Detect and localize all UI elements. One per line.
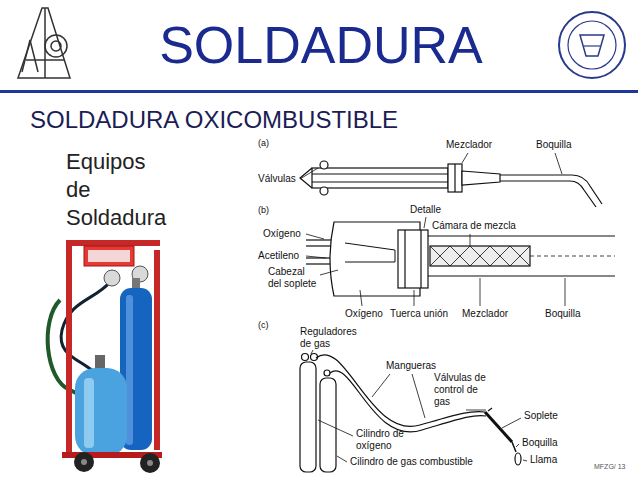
part-label: Detalle [410,204,441,216]
torch-section-b [306,217,615,306]
part-label: Boquilla [522,437,558,449]
slide-subtitle: SOLDADURA OXICOMBUSTIBLE [30,106,398,135]
part-label: Boquilla [545,308,581,320]
header-rule [0,90,638,93]
welding-cart [48,240,162,473]
figure-letter: (a) [258,138,269,149]
part-label: Oxígeno [345,308,383,320]
welding-system-c [300,350,527,472]
part-label: Mezclador [462,308,508,320]
part-label: Cilindro de oxígeno [356,428,406,452]
slide-title: SOLDADURA [2,14,638,76]
figure-letter: (b) [258,205,269,216]
part-label: Tuerca unión [390,308,448,320]
part-label: Llama [530,454,557,466]
part-label: Boquilla [536,139,572,151]
part-label: Reguladores de gas [300,326,362,350]
right-logo [559,12,625,78]
part-label: Cabezal del soplete [268,266,318,290]
part-label: Válvulas de control de gas [434,372,490,408]
slide-number: MFZG/ 13 [594,463,626,471]
torch-drawing-a [300,153,602,207]
section-heading: Equipos de Soldadura [66,148,170,232]
figure-letter: (c) [258,320,269,331]
part-label: Soplete [524,410,558,422]
part-label: Acetileno [258,250,299,262]
part-label: Válvulas [258,173,296,185]
part-label: Mezclador [446,139,492,151]
left-logo [18,8,70,78]
part-label: Cámara de mezcla [432,220,516,232]
part-label: Mangueras [386,360,436,372]
part-label: Oxígeno [263,228,301,240]
part-label: Cilindro de gas combustible [350,456,473,468]
